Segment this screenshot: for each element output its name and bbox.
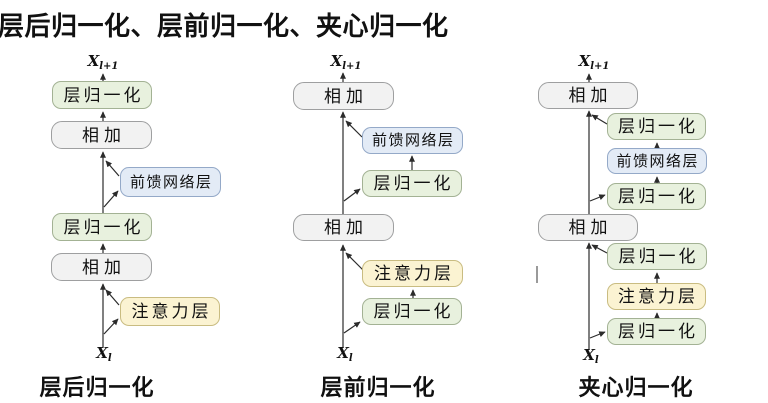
x-subscript: l+1 [590, 61, 610, 72]
box-attention: 注意力层 [362, 260, 463, 287]
box-layer-norm: 层归一化 [52, 81, 152, 109]
page-title: 层后归一化、层前归一化、夹心归一化 [0, 11, 449, 41]
box-layer-norm: 层归一化 [362, 298, 462, 325]
box-attention: 注意力层 [120, 297, 220, 326]
label-x-output: Xl+1 [331, 52, 362, 73]
box-add: 相加 [293, 214, 394, 241]
stray-line-artifact [536, 266, 538, 283]
box-add: 相加 [538, 214, 638, 241]
label-x-input: Xl [96, 344, 111, 365]
x-base: X [87, 52, 100, 70]
label-x-input: Xl [583, 346, 598, 367]
x-subscript: l+1 [99, 61, 119, 72]
box-layer-norm: 层归一化 [52, 213, 152, 241]
column-caption: 夹心归一化 [578, 375, 694, 400]
x-subscript: l+1 [342, 61, 362, 72]
x-base: X [583, 346, 595, 364]
column-caption: 层后归一化 [39, 375, 155, 400]
x-subscript: l [594, 355, 599, 366]
label-x-input: Xl [337, 344, 352, 365]
x-base: X [330, 52, 343, 70]
box-feedforward: 前馈网络层 [607, 148, 707, 174]
box-layer-norm: 层归一化 [607, 183, 706, 210]
box-layer-norm: 层归一化 [607, 113, 706, 140]
box-feedforward: 前馈网络层 [120, 167, 221, 197]
box-layer-norm: 层归一化 [607, 318, 706, 345]
post-ln-arrows [100, 73, 120, 348]
label-x-output: Xl+1 [88, 52, 119, 73]
column-caption: 层前归一化 [320, 375, 436, 400]
box-layer-norm: 层归一化 [362, 170, 462, 197]
box-add: 相加 [293, 82, 394, 110]
x-base: X [96, 344, 108, 362]
pre-ln-arrows [340, 72, 416, 348]
sandwich-ln-arrows [586, 73, 660, 350]
box-feedforward: 前馈网络层 [362, 127, 463, 154]
box-attention: 注意力层 [607, 283, 706, 310]
box-layer-norm: 层归一化 [607, 243, 707, 270]
x-base: X [337, 344, 349, 362]
x-subscript: l [107, 353, 112, 364]
box-add: 相加 [538, 82, 638, 109]
box-add: 相加 [51, 121, 152, 149]
x-base: X [578, 52, 591, 70]
box-add: 相加 [51, 253, 152, 281]
label-x-output: Xl+1 [579, 52, 610, 73]
x-subscript: l [348, 353, 353, 364]
